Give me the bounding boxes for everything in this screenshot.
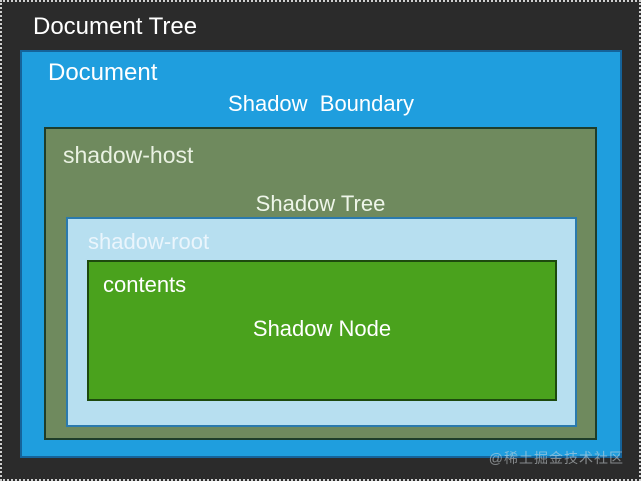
shadow-host-box: shadow-host Shadow Tree shadow-root cont… [44, 127, 597, 440]
shadow-tree-label: Shadow Tree [255, 191, 386, 216]
shadow-node-label: Shadow Node [252, 316, 392, 341]
shadow-root-box: shadow-root contents Shadow Node [66, 217, 577, 427]
contents-box: contents Shadow Node [87, 260, 557, 401]
shadow-root-label: shadow-root [88, 229, 210, 254]
document-label: Document [48, 59, 158, 86]
shadow-host-label: shadow-host [63, 142, 194, 168]
watermark: @稀土掘金技术社区 [488, 450, 624, 466]
document-box: Document Shadow Boundary shadow-host Sha… [20, 50, 622, 458]
document-tree-title: Document Tree [33, 13, 198, 40]
shadow-boundary-label: Shadow Boundary [228, 91, 414, 116]
contents-label: contents [103, 272, 187, 297]
